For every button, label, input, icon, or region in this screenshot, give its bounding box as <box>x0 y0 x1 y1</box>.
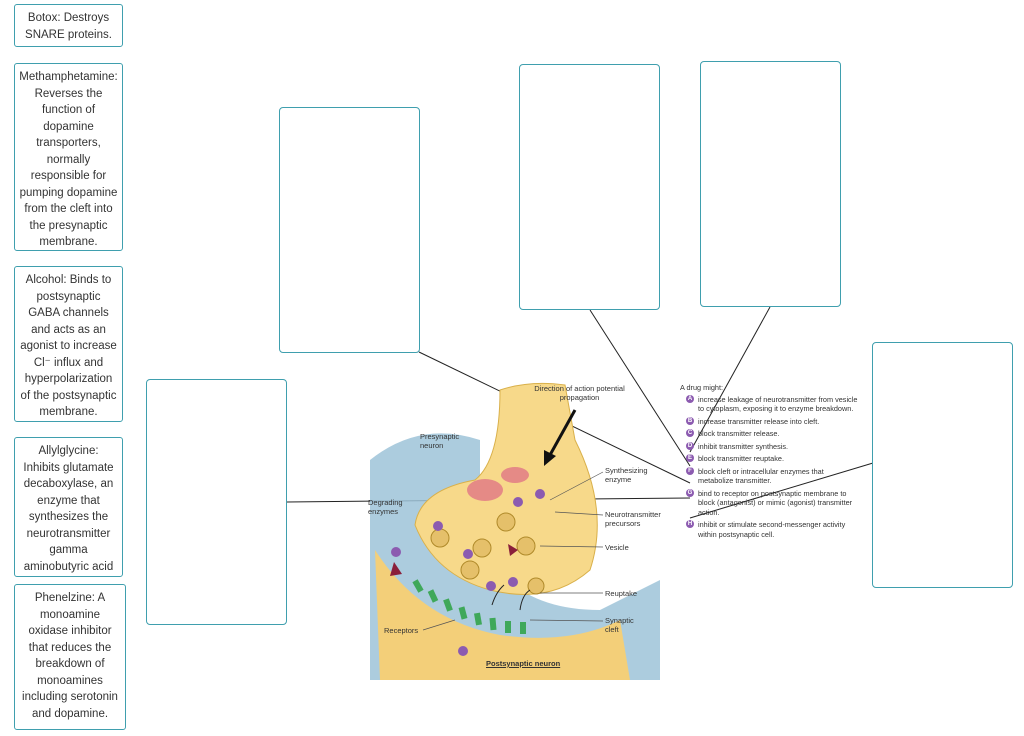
card-phenelzine[interactable]: Phenelzine: A monoamine oxidase inhibito… <box>14 584 126 730</box>
card-phenelzine-text: Phenelzine: A monoamine oxidase inhibito… <box>22 592 118 720</box>
drug-item-text: inhibit or stimulate second-messenger ac… <box>698 520 846 539</box>
reuptake-label: Reuptake <box>605 589 638 598</box>
drop-zone-4[interactable] <box>146 379 287 625</box>
vesicle <box>516 536 536 556</box>
degrading-enzyme <box>390 562 402 576</box>
badge-e: E <box>686 454 694 462</box>
badge-h: H <box>686 520 694 528</box>
drug-item-text: block transmitter release. <box>698 429 780 438</box>
badge-d <box>535 489 545 499</box>
drop-zone-2[interactable] <box>519 64 660 310</box>
vesicle <box>460 560 480 580</box>
drop-zone-5[interactable] <box>872 342 1013 588</box>
drug-item-text: bind to receptor on postsynaptic membran… <box>698 488 853 517</box>
drop-zone-1[interactable] <box>279 107 420 353</box>
badge-b <box>463 549 473 559</box>
card-botox[interactable]: Botox: Destroys SNARE proteins. <box>14 4 123 47</box>
synthesizing-enzyme-label: Synthesizing enzyme <box>605 466 648 484</box>
drug-item-text: block cleft or intracellular enzymes tha… <box>698 466 824 486</box>
badge-h <box>458 646 468 656</box>
reuptake-arrow <box>519 589 531 611</box>
badge-f: F <box>686 466 694 475</box>
mitochondrion <box>501 467 529 483</box>
direction-arrow <box>548 409 577 456</box>
connector-line-2 <box>589 309 691 467</box>
receptors <box>412 579 526 634</box>
direction-arrowhead <box>544 450 556 466</box>
postsynaptic-neuron <box>375 550 630 680</box>
badge-a: A <box>686 394 694 403</box>
degrading-enzymes-label: Degrading enzymes <box>368 498 403 516</box>
badge-c <box>433 521 443 531</box>
vesicle <box>472 538 492 558</box>
precursors-label: Neurotransmitter precursors <box>605 510 661 528</box>
degrading-enzyme <box>508 544 518 556</box>
drop-zone-3[interactable] <box>700 61 841 307</box>
badge-g <box>486 581 496 591</box>
vesicle <box>496 512 516 532</box>
badge-a <box>513 497 523 507</box>
badge-e <box>508 577 518 587</box>
card-alcohol[interactable]: Alcohol: Binds to postsynaptic GABA chan… <box>14 266 123 422</box>
mitochondrion <box>467 479 503 501</box>
direction-label: Direction of action potential propagatio… <box>534 384 625 402</box>
reuptake-arrow <box>491 584 505 606</box>
drug-list-heading: A drug might: <box>680 383 723 392</box>
drug-item-text: inhibit transmitter synthesis. <box>698 441 789 451</box>
connector-line-5 <box>689 462 874 519</box>
presynaptic-label: Presynaptic neuron <box>420 432 460 450</box>
synaptic-cleft-label: Synaptic cleft <box>605 616 634 634</box>
drug-item-text: block transmitter reuptake. <box>698 454 784 463</box>
card-botox-text: Botox: Destroys SNARE proteins. <box>25 12 112 41</box>
card-methamphetamine-text: Methamphetamine: Reverses the function o… <box>19 71 118 248</box>
card-methamphetamine[interactable]: Methamphetamine: Reverses the function o… <box>14 63 123 251</box>
card-allylglycine[interactable]: Allylglycine: Inhibits glutamate decabox… <box>14 437 123 577</box>
card-alcohol-text: Alcohol: Binds to postsynaptic GABA chan… <box>20 274 117 418</box>
vesicle-label: Vesicle <box>605 543 629 552</box>
vesicle <box>430 528 450 548</box>
drug-item-text: increase transmitter release into cleft. <box>698 416 820 426</box>
postsynaptic-label: Postsynaptic neuron <box>486 659 561 668</box>
card-allylglycine-text: Allylglycine: Inhibits glutamate decabox… <box>23 445 114 573</box>
vesicle <box>527 577 545 595</box>
badge-c: C <box>686 429 694 437</box>
receptors-label: Receptors <box>384 626 419 635</box>
badge-f <box>391 547 401 557</box>
connector-line-3 <box>689 306 771 453</box>
synapse-illustration <box>370 382 660 680</box>
badge-d: D <box>686 441 694 450</box>
badge-b: B <box>686 416 694 425</box>
badge-g: G <box>686 488 694 497</box>
drug-item-text: increase leakage of neurotransmitter fro… <box>698 394 858 414</box>
